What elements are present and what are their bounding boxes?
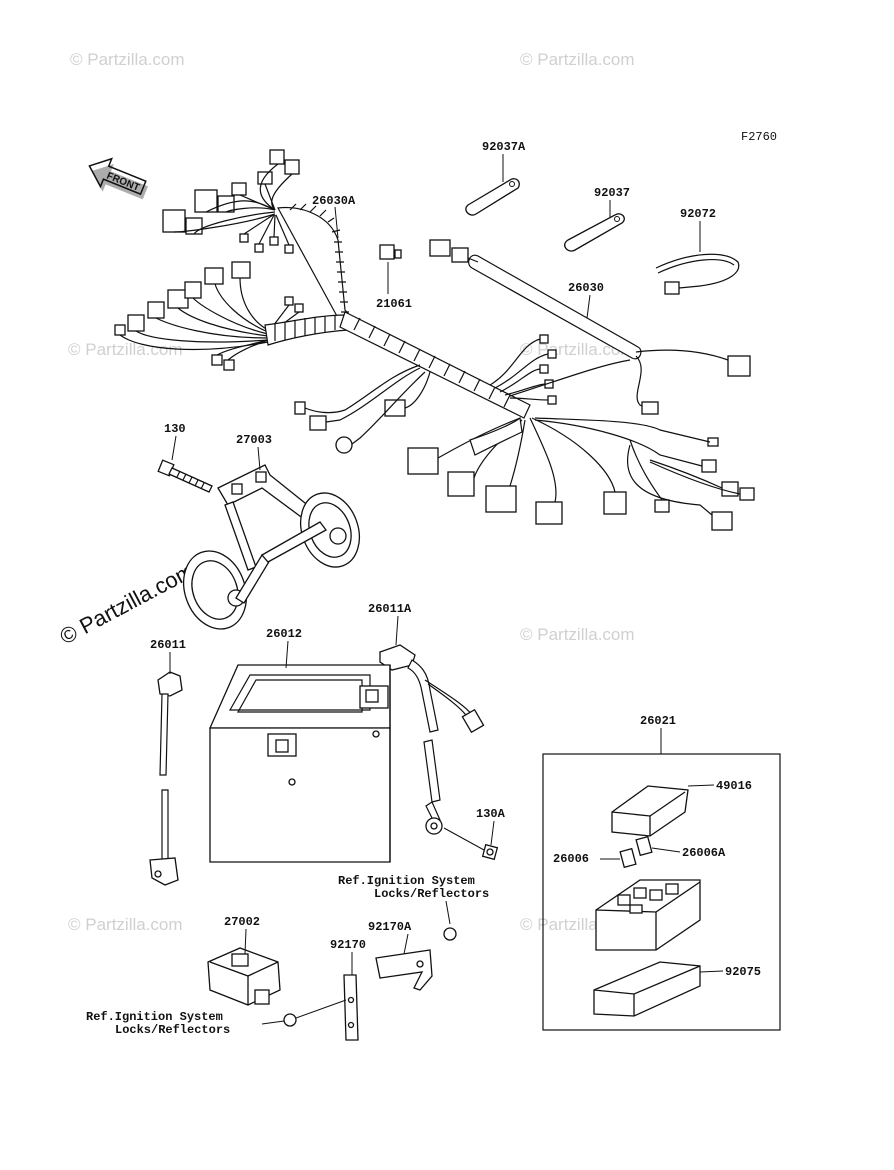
part-label-49016: 49016 bbox=[716, 779, 752, 793]
part-label-26011: 26011 bbox=[150, 638, 186, 652]
part-26012 bbox=[208, 664, 391, 863]
part-label-26006: 26006 bbox=[553, 852, 589, 866]
part-label-26012: 26012 bbox=[266, 627, 302, 641]
part-26030 bbox=[429, 239, 751, 415]
part-92037A bbox=[465, 178, 520, 216]
part-26011A bbox=[379, 644, 485, 835]
ref-locks-reflectors-1: Locks/Reflectors bbox=[374, 887, 489, 901]
part-130 bbox=[157, 459, 213, 493]
part-21061 bbox=[379, 244, 402, 260]
ref-ignition-system-2: Ref.Ignition System bbox=[86, 1010, 223, 1024]
part-label-26021: 26021 bbox=[640, 714, 676, 728]
part-label-26011A: 26011A bbox=[368, 602, 412, 616]
part-92170A bbox=[375, 927, 457, 991]
ref-ignition-system-1: Ref.Ignition System bbox=[338, 874, 475, 888]
part-label-21061: 21061 bbox=[376, 297, 412, 311]
part-26006 bbox=[619, 847, 637, 869]
part-92075 bbox=[593, 961, 701, 1017]
part-label-92037A: 92037A bbox=[482, 140, 526, 154]
part-92037 bbox=[564, 213, 625, 252]
watermark: © Partzilla.com bbox=[68, 915, 183, 934]
ref-locks-reflectors-2: Locks/Reflectors bbox=[115, 1023, 230, 1037]
diagram-code: F2760 bbox=[741, 130, 777, 144]
part-label-27003: 27003 bbox=[236, 433, 272, 447]
watermark: © Partzilla.com bbox=[520, 625, 635, 644]
main-harness-26030A bbox=[114, 149, 755, 531]
part-26006A bbox=[635, 835, 653, 857]
watermark: © Partzilla.com bbox=[70, 50, 185, 69]
nut-92170 bbox=[283, 1013, 297, 1027]
part-label-92170: 92170 bbox=[330, 938, 366, 952]
part-label-130: 130 bbox=[164, 422, 186, 436]
part-label-27002: 27002 bbox=[224, 915, 260, 929]
part-130A bbox=[481, 843, 499, 861]
part-92170 bbox=[343, 974, 359, 1041]
part-label-130A: 130A bbox=[476, 807, 506, 821]
part-label-26006A: 26006A bbox=[682, 846, 726, 860]
part-label-92170A: 92170A bbox=[368, 920, 412, 934]
part-27002 bbox=[207, 947, 281, 1006]
part-49016 bbox=[611, 785, 689, 837]
watermark: © Partzilla.com bbox=[68, 340, 183, 359]
part-label-92037: 92037 bbox=[594, 186, 630, 200]
part-label-26030A: 26030A bbox=[312, 194, 356, 208]
part-26011 bbox=[149, 671, 183, 886]
part-label-92072: 92072 bbox=[680, 207, 716, 221]
watermark-main: © Partzilla.com bbox=[56, 558, 199, 650]
front-arrow: FRONT bbox=[88, 157, 148, 200]
part-92072 bbox=[655, 253, 740, 295]
part-label-26030: 26030 bbox=[568, 281, 604, 295]
watermark: © Partzilla.com bbox=[520, 50, 635, 69]
fuse-box-body bbox=[595, 879, 701, 951]
part-27003 bbox=[183, 464, 360, 630]
part-label-92075: 92075 bbox=[725, 965, 761, 979]
